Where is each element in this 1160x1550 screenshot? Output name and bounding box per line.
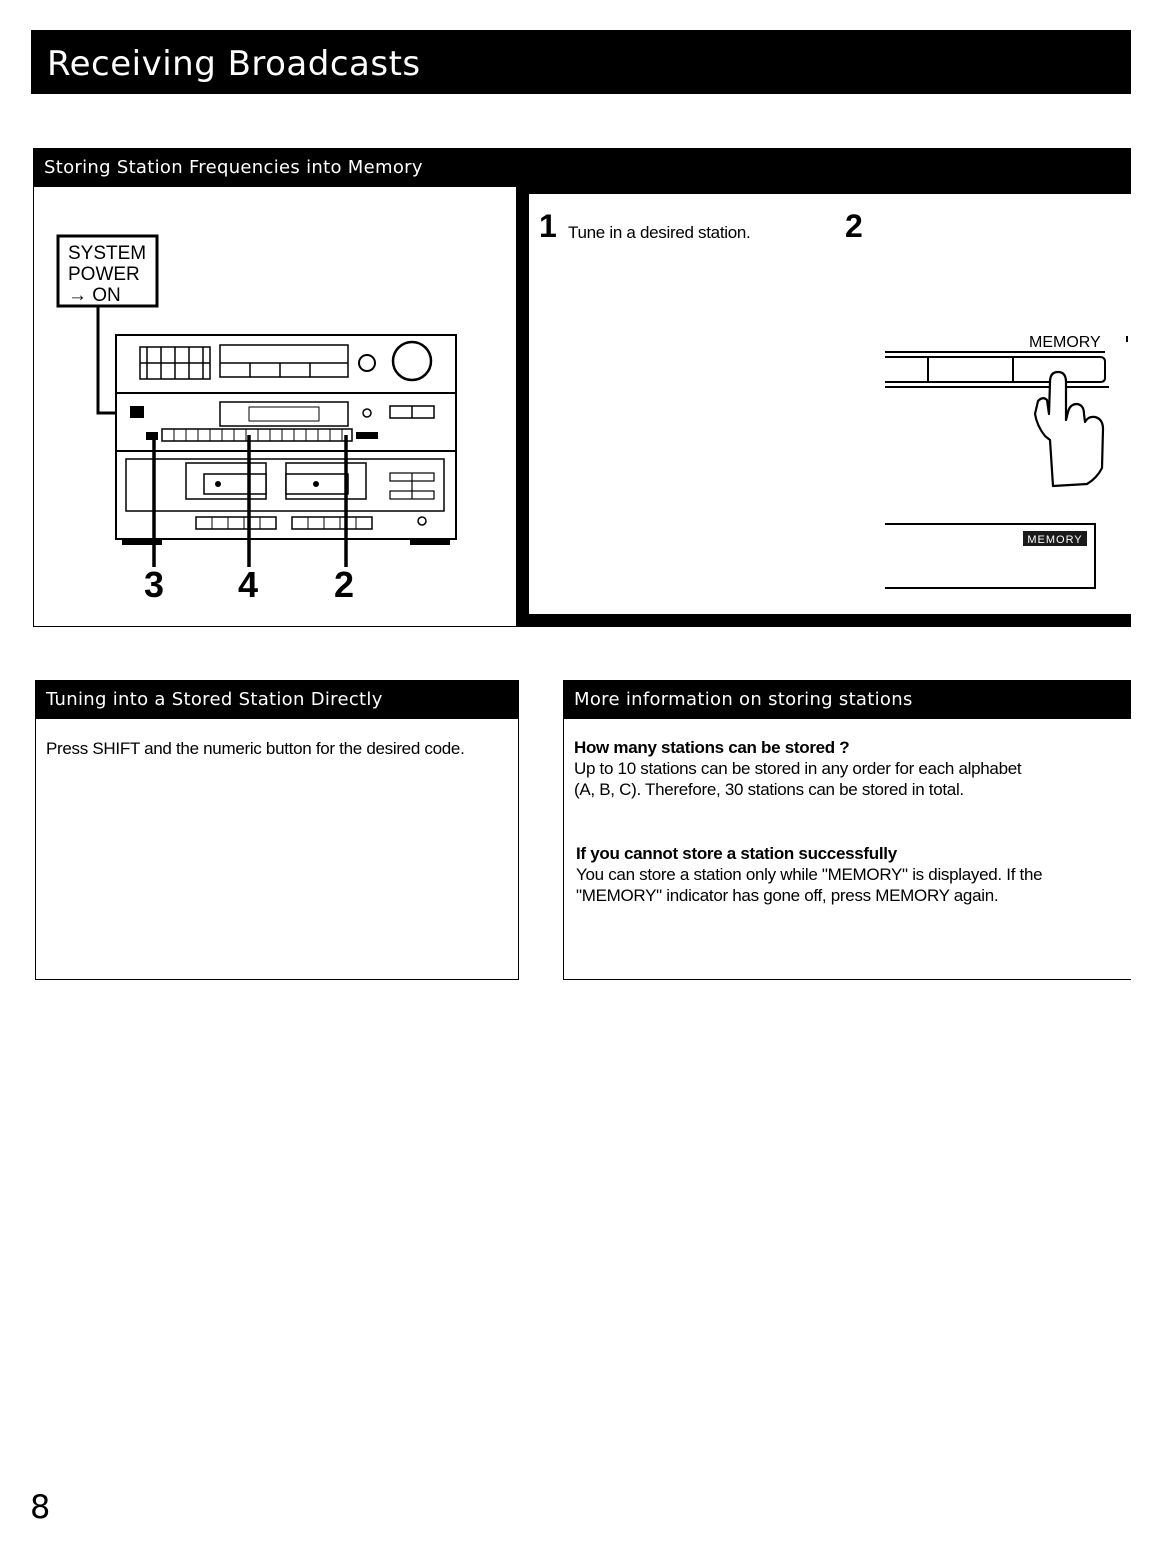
- system-power-line-1: SYSTEM: [68, 243, 146, 264]
- page-title: Receiving Broadcasts: [47, 44, 421, 84]
- info-capacity-heading: How many stations can be stored ?: [574, 738, 850, 757]
- tuning-section-header: Tuning into a Stored Station Directly: [35, 680, 519, 719]
- system-power-line-2: POWER: [68, 264, 140, 285]
- callout-3: 3: [144, 564, 164, 605]
- more-info-panel: How many stations can be stored ? Up to …: [563, 718, 1131, 980]
- step-1-text: Tune in a desired station.: [568, 223, 751, 242]
- info-item-capacity: How many stations can be stored ? Up to …: [574, 737, 1044, 800]
- stereo-illustration-panel: SYSTEM POWER → ON: [33, 186, 517, 627]
- callout-4: 4: [238, 564, 258, 605]
- memory-button-label: MEMORY: [1029, 334, 1101, 351]
- tuning-section-title: Tuning into a Stored Station Directly: [46, 689, 383, 710]
- page-number: 8: [30, 1488, 51, 1526]
- storing-section-title: Storing Station Frequencies into Memory: [44, 157, 423, 178]
- callout-2: 2: [334, 564, 354, 605]
- system-power-line-3: → ON: [68, 285, 121, 306]
- info-troubleshoot-heading: If you cannot store a station successful…: [576, 844, 897, 863]
- steps-panel: 1 Tune in a desired station. 2 MEMORY ME…: [517, 186, 1131, 627]
- stereo-system-illustration: SYSTEM POWER → ON: [56, 234, 457, 605]
- info-troubleshoot-text: You can store a station only while "MEMO…: [576, 865, 1043, 905]
- page-header: Receiving Broadcasts: [31, 30, 1131, 94]
- storing-section-header: Storing Station Frequencies into Memory: [33, 148, 1131, 187]
- tuning-panel: Press SHIFT and the numeric button for t…: [35, 718, 519, 980]
- more-info-section-title: More information on storing stations: [574, 689, 913, 710]
- info-capacity-text: Up to 10 stations can be stored in any o…: [574, 759, 1022, 799]
- step-1-number: 1: [539, 208, 557, 244]
- tuning-instructions: Press SHIFT and the numeric button for t…: [46, 739, 465, 758]
- memory-button-illustration: MEMORY MEMORY: [885, 334, 1128, 589]
- memory-indicator: MEMORY: [1027, 534, 1082, 546]
- info-item-troubleshoot: If you cannot store a station successful…: [576, 843, 1056, 906]
- step-2-number: 2: [845, 208, 863, 244]
- more-info-section-header: More information on storing stations: [563, 680, 1131, 719]
